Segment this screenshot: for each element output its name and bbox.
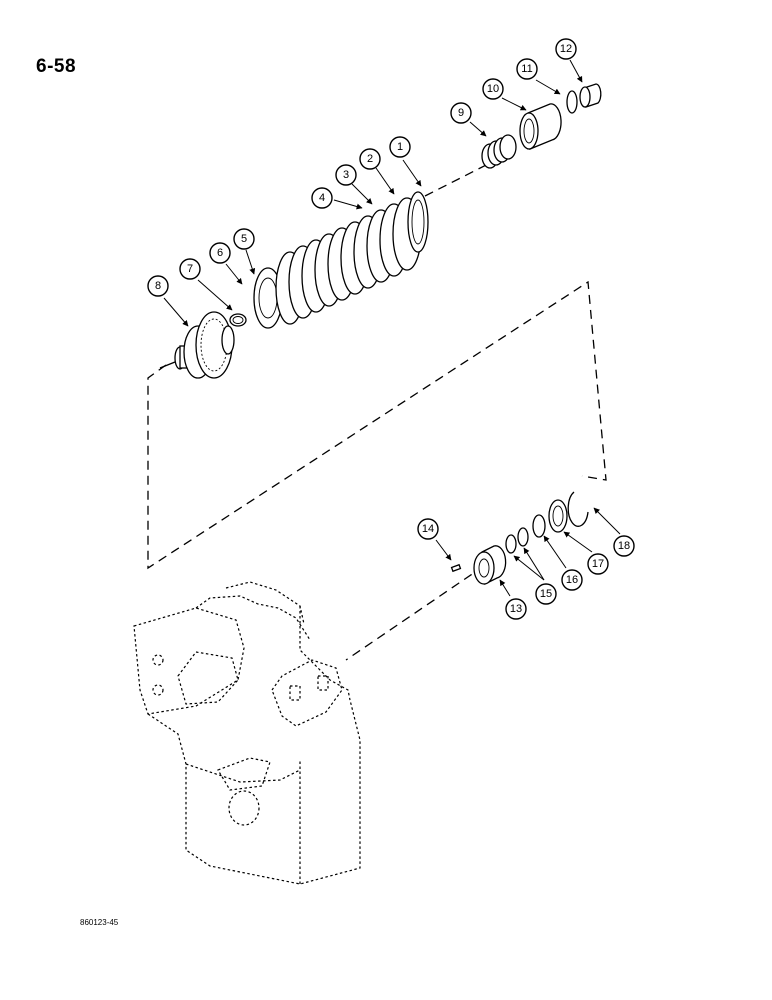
washer-part <box>532 514 546 538</box>
sleeve-part <box>519 103 562 150</box>
callout-17: 17 <box>587 553 609 575</box>
svg-text:5: 5 <box>241 233 247 245</box>
transmission-housing <box>133 581 361 885</box>
callout-8: 8 <box>147 275 169 297</box>
callout-7: 7 <box>179 258 201 280</box>
svg-text:4: 4 <box>319 192 325 204</box>
svg-text:6: 6 <box>217 247 223 259</box>
alignment-lines <box>147 159 607 661</box>
svg-text:16: 16 <box>566 574 578 586</box>
callout-18: 18 <box>613 535 635 557</box>
seal-rings-part <box>505 527 529 554</box>
callout-15: 15 <box>535 583 557 605</box>
drawing-code: 860123-45 <box>80 918 119 927</box>
svg-text:3: 3 <box>343 169 349 181</box>
svg-text:2: 2 <box>367 153 373 165</box>
clutch-pack <box>275 191 429 325</box>
callout-13: 13 <box>505 598 527 620</box>
svg-text:12: 12 <box>560 43 572 55</box>
callout-12: 12 <box>555 38 577 60</box>
svg-text:15: 15 <box>540 588 552 600</box>
callout-10: 10 <box>482 78 504 100</box>
callout-3: 3 <box>335 164 357 186</box>
svg-text:11: 11 <box>521 63 532 75</box>
callout-1: 1 <box>389 136 411 158</box>
callout-16: 16 <box>561 569 583 591</box>
svg-text:13: 13 <box>510 603 522 615</box>
callout-5: 5 <box>233 228 255 250</box>
spring-part <box>481 134 517 169</box>
callout-2: 2 <box>359 148 381 170</box>
svg-text:10: 10 <box>487 83 499 95</box>
pin-part <box>450 563 462 573</box>
callout-4: 4 <box>311 187 333 209</box>
retaining-ring-part <box>567 491 589 527</box>
bearing-part <box>548 499 568 533</box>
callout-leaders <box>163 59 621 597</box>
svg-text:7: 7 <box>187 263 193 275</box>
gear-hub-part <box>159 311 235 379</box>
snap-ring-part <box>566 90 578 114</box>
callout-11: 11 <box>516 58 538 80</box>
svg-text:14: 14 <box>422 523 434 535</box>
callout-9: 9 <box>450 102 472 124</box>
callout-14: 14 <box>417 518 439 540</box>
svg-text:8: 8 <box>155 280 161 292</box>
needle-bearing-part <box>579 83 602 108</box>
svg-text:1: 1 <box>397 141 403 153</box>
svg-text:9: 9 <box>458 107 464 119</box>
page-number: 6-58 <box>36 56 77 77</box>
bushing-part <box>473 545 507 586</box>
svg-text:17: 17 <box>592 558 604 570</box>
small-ring-part <box>229 313 247 327</box>
callout-6: 6 <box>209 242 231 264</box>
svg-text:18: 18 <box>618 540 630 552</box>
